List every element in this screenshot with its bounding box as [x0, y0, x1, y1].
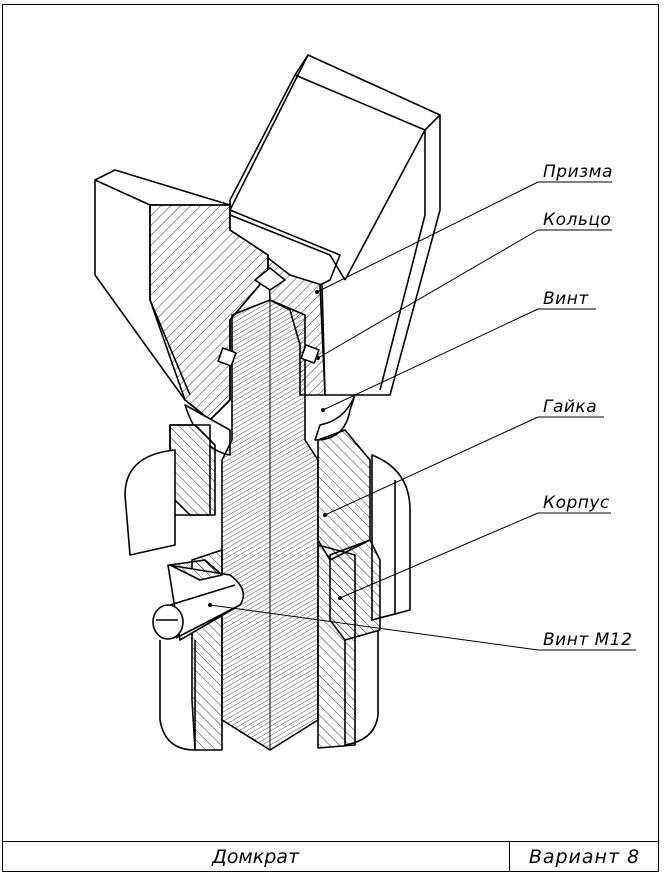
screw-part	[217, 267, 320, 751]
drawing-title: Домкрат	[2, 842, 510, 872]
nut-part	[169, 394, 371, 561]
label-prism: Призма	[543, 162, 613, 182]
drawing-sheet-frame	[2, 4, 659, 872]
label-housing: Корпус	[543, 493, 610, 513]
label-ring: Кольцо	[543, 210, 612, 230]
title-block: Домкрат Вариант 8	[2, 841, 659, 872]
variant-label: Вариант 8	[528, 846, 641, 868]
m12-screw-part	[152, 559, 245, 641]
leader-lines	[209, 181, 636, 651]
label-m12-screw: Винт М12	[543, 630, 633, 650]
label-screw: Винт	[543, 289, 589, 309]
label-nut: Гайка	[543, 397, 598, 417]
